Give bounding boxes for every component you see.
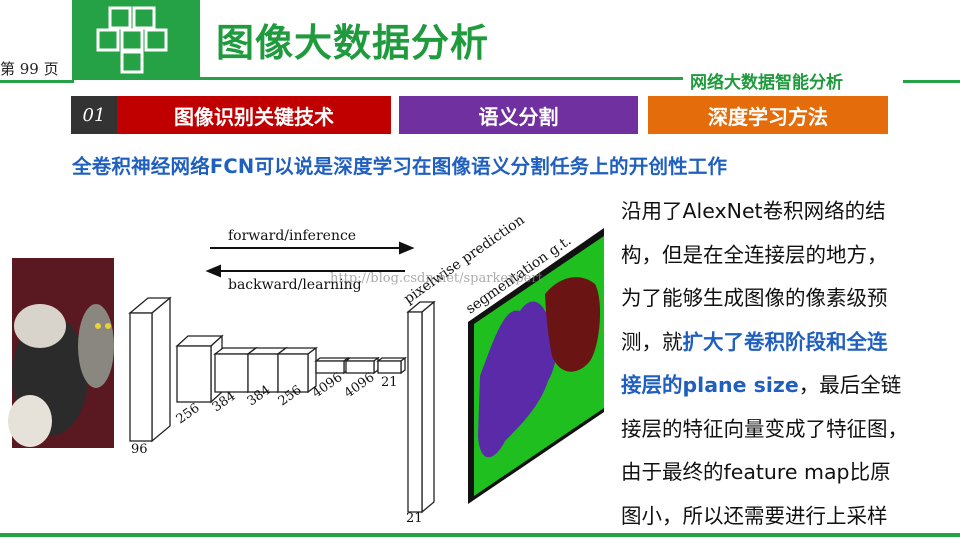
body-line: 为了能够生成图像的像素级预 (621, 286, 888, 310)
body-line: 由于最终的feature map比原 (621, 460, 891, 484)
layer-label: 4096 (342, 370, 378, 401)
pixelwise-label: pixelwise prediction (401, 212, 528, 307)
forward-label: forward/inference (228, 228, 356, 244)
body-line: 接层的plane size，最后全链 (621, 364, 960, 408)
body-highlight: 接层的plane size (621, 373, 799, 397)
footer-divider (0, 533, 960, 537)
body-line: 图小，所以还需要进行上采样 (621, 503, 888, 528)
page-title: 图像大数据分析 (216, 21, 490, 65)
fcn-diagram: forward/inference backward/learning pixe… (8, 212, 604, 526)
page-number: 第 99 页 (0, 60, 59, 78)
headline: 全卷积神经网络FCN可以说是深度学习在图像语义分割任务上的开创性工作 (72, 155, 728, 178)
cubes-icon (96, 6, 168, 74)
body-line: 沿用了AlexNet卷积网络的结 (621, 199, 886, 223)
body-text: ，最后全链 (798, 373, 902, 397)
cubes-logo (72, 0, 200, 80)
section-subtitle: 网络大数据智能分析 (690, 73, 843, 93)
layer-label: 256 (174, 401, 203, 428)
watermark: http://blog.csdn.net/sparkexpert (330, 271, 544, 286)
header-divider (200, 77, 683, 80)
body-text: 测，就 (621, 329, 683, 354)
header-divider-right (903, 80, 960, 83)
section-number: 01 (71, 96, 117, 134)
tab-recognition-tech[interactable]: 图像识别关键技术 (117, 96, 391, 134)
input-cat-image (8, 258, 114, 448)
body-line: 测，就扩大了卷积阶段和全连 (621, 321, 960, 365)
layer-label: 21 (381, 375, 398, 390)
body-highlight: 扩大了卷积阶段和全连 (682, 329, 888, 354)
tab-deep-learning[interactable]: 深度学习方法 (648, 96, 888, 134)
tab-semantic-segmentation[interactable]: 语义分割 (399, 96, 638, 134)
segmentation-image (468, 228, 604, 504)
body-line: 接层的特征向量变成了特征图， (621, 416, 908, 441)
backward-label: backward/learning (228, 277, 362, 293)
output-label: 21 (406, 511, 423, 526)
layer-label: 96 (131, 442, 148, 457)
body-paragraph: 沿用了AlexNet卷积网络的结 构，但是在全连接层的地方， 为了能够生成图像的… (621, 190, 960, 538)
body-line: 构，但是在全连接层的地方， (621, 242, 888, 267)
header-divider-left (0, 80, 74, 83)
